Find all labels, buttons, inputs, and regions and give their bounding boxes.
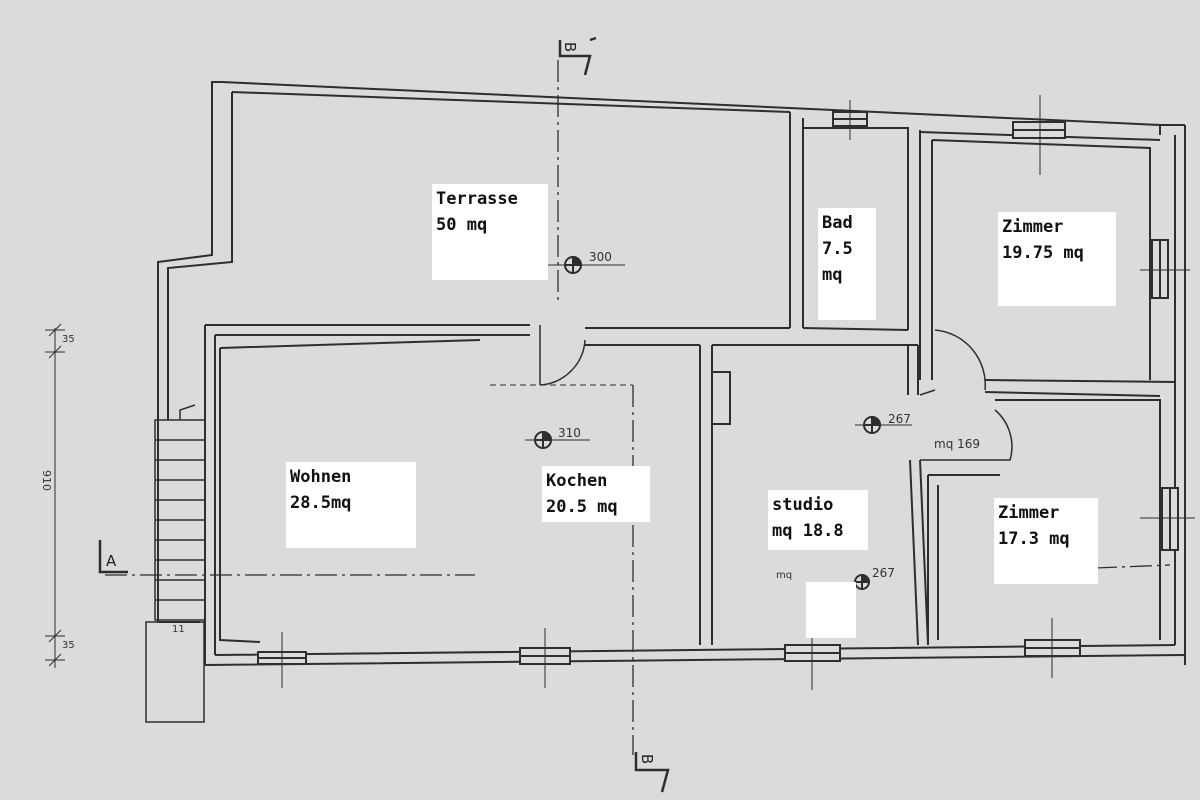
outer-wall-bottom — [204, 644, 1186, 666]
window-right-zimmer1 — [1151, 239, 1169, 299]
wall-zimmer1-bottom — [984, 379, 1176, 397]
level-label-studio-lower: 267 — [872, 566, 895, 580]
dimension-bottom: 35 — [62, 640, 75, 651]
window-right-zimmer2 — [1161, 487, 1179, 551]
room-label-zimmer-1: Zimmer 19.75 mq — [998, 212, 1116, 306]
room-area-terrasse: 50 mq — [436, 215, 488, 235]
room-name-bad: Bad — [822, 213, 853, 233]
section-line-a-right — [1094, 564, 1171, 569]
level-marker-studio-lower — [854, 573, 871, 590]
section-marker-b-bottom: B — [638, 753, 657, 765]
door-studio-small — [919, 389, 936, 461]
staircase — [145, 404, 206, 723]
window-tick-marks — [281, 95, 1195, 690]
wall-bad-bottom — [712, 327, 918, 346]
room-area-zimmer-2: 17.3 mq — [998, 529, 1070, 549]
level-label-studio: 267 — [888, 412, 911, 426]
bad-walls — [789, 112, 921, 380]
section-marker-b-top: B — [561, 41, 580, 53]
outer-wall-top-living — [205, 324, 530, 336]
outer-wall-right — [1160, 124, 1186, 665]
room-area-wohnen: 28.5mq — [290, 493, 352, 513]
room-name-kochen: Kochen — [546, 471, 608, 491]
door-swing-flur-bottom — [935, 409, 1013, 461]
room-label-bad: Bad 7.5 mq — [818, 208, 876, 320]
wohnen-inner-outline — [219, 339, 481, 643]
section-marker-b-top-shape — [558, 36, 597, 76]
flur-area-label: mq 169 — [934, 437, 981, 451]
room-name-zimmer-2: Zimmer — [998, 503, 1060, 523]
dimension-line-left — [45, 323, 65, 668]
dimension-height: 910 — [40, 470, 53, 491]
room-label-zimmer-2: Zimmer 17.3 mq — [994, 498, 1098, 584]
room-name-studio: studio — [772, 495, 834, 515]
zimmer2-walls — [927, 399, 1161, 645]
terrasse-inner-line — [167, 91, 791, 420]
level-label-kochen: 310 — [558, 426, 581, 440]
outer-wall-left — [204, 325, 216, 665]
studio-walls — [907, 345, 929, 646]
wall-kochen-studio — [699, 345, 713, 645]
studio-unit-small-label: mq — [776, 570, 793, 581]
window-top-zimmer1 — [1012, 121, 1066, 139]
level-label-terrasse: 300 — [589, 250, 612, 264]
level-marker-kochen — [525, 430, 590, 449]
section-marker-a-left: A — [106, 552, 117, 570]
room-area-zimmer-1: 19.75 mq — [1002, 243, 1084, 263]
room-label-kochen: Kochen 20.5 mq — [542, 466, 650, 522]
door-swing-kochen — [539, 325, 586, 386]
room-area-bad-number: 7.5 — [822, 239, 853, 259]
room-name-wohnen: Wohnen — [290, 467, 352, 487]
level-marker-terrasse — [545, 255, 625, 274]
stair-note: 11 — [172, 624, 185, 635]
section-marker-a-shape — [98, 540, 128, 574]
room-label-studio: studio mq 18.8 — [768, 490, 868, 550]
door-swing-flur-top — [934, 329, 986, 391]
room-label-wohnen: Wohnen 28.5mq — [286, 462, 416, 548]
room-area-studio: mq 18.8 — [772, 521, 844, 541]
section-marker-b-bottom-shape — [634, 752, 670, 793]
dimension-top: 35 — [62, 334, 75, 345]
wall-pier — [711, 371, 731, 425]
room-name-zimmer-1: Zimmer — [1002, 217, 1064, 237]
room-label-terrasse: Terrasse 50 mq — [432, 184, 548, 280]
room-area-kochen: 20.5 mq — [546, 497, 618, 517]
wall-kochen-top — [585, 327, 790, 346]
whiteout-patch — [806, 582, 856, 638]
level-marker-studio — [855, 415, 912, 434]
room-name-terrasse: Terrasse — [436, 189, 518, 209]
room-area-bad-unit: mq — [822, 265, 843, 285]
